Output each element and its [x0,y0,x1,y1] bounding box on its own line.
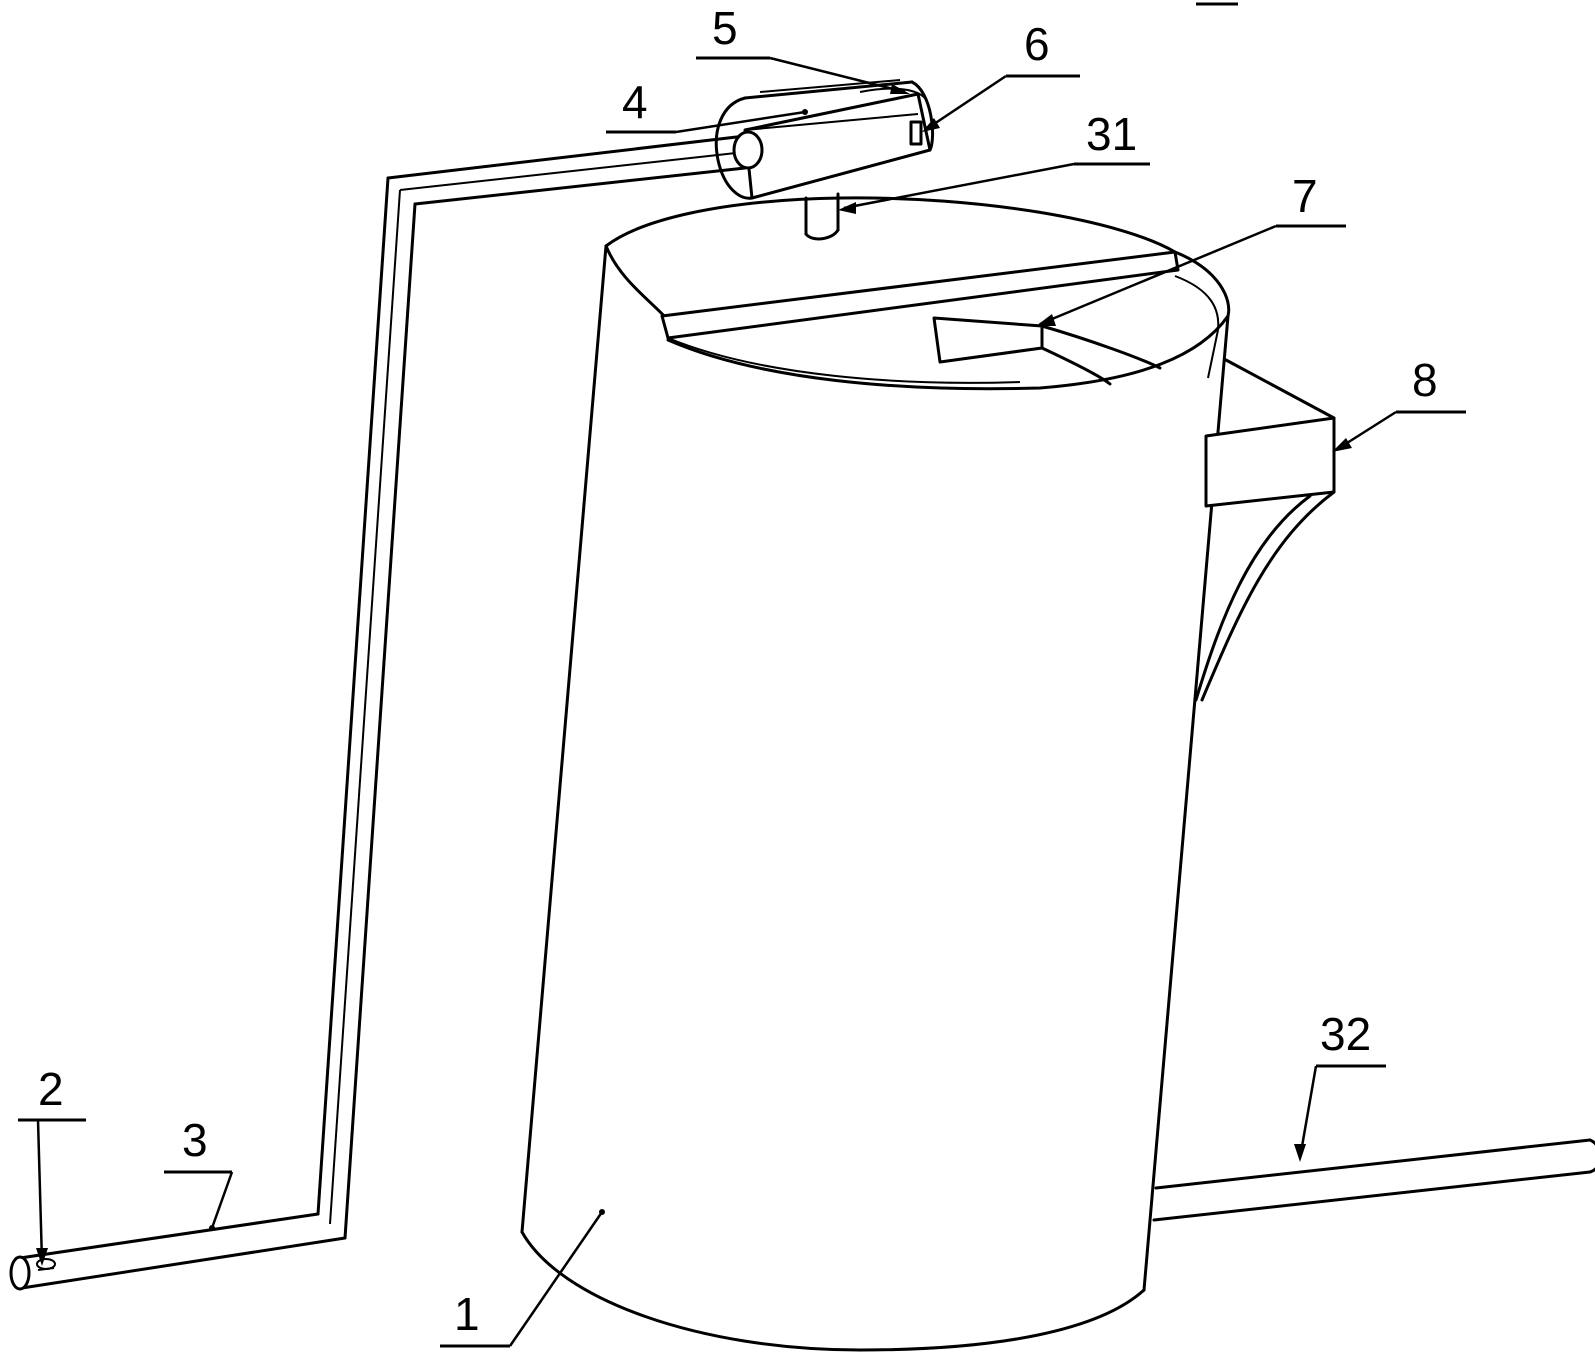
motor-housing [714,79,935,200]
inner-baffle [932,316,1162,386]
label-1: 1 [440,1211,604,1348]
label-32-text: 32 [1320,1008,1371,1060]
label-4: 4 [606,76,806,134]
label-32: 32 [1294,1008,1386,1162]
label-3-text: 3 [182,1114,208,1166]
label-6-text: 6 [1024,18,1050,70]
label-7-text: 7 [1292,170,1318,222]
label-31: 31 [838,108,1150,214]
inlet-fitting [36,1258,56,1271]
tank-cover [660,250,1180,384]
label-5-text: 5 [712,2,738,54]
label-2-text: 2 [38,1063,64,1115]
drain-pipe [1152,1138,1595,1222]
label-6: 6 [922,18,1080,132]
side-outlet [1194,358,1336,702]
outlet-stub [804,192,840,241]
label-8: 8 [1332,354,1466,452]
label-2: 2 [18,1063,86,1266]
label-3: 3 [164,1114,234,1229]
label-7: 7 [1036,170,1346,326]
label-4-text: 4 [622,76,648,128]
label-31-text: 31 [1086,108,1137,160]
tank-body [520,196,1231,1352]
label-8-text: 8 [1412,354,1438,406]
inlet-pipe [9,134,747,1291]
label-5: 5 [696,2,910,94]
label-1-text: 1 [454,1288,480,1340]
motor-switch [909,120,923,146]
